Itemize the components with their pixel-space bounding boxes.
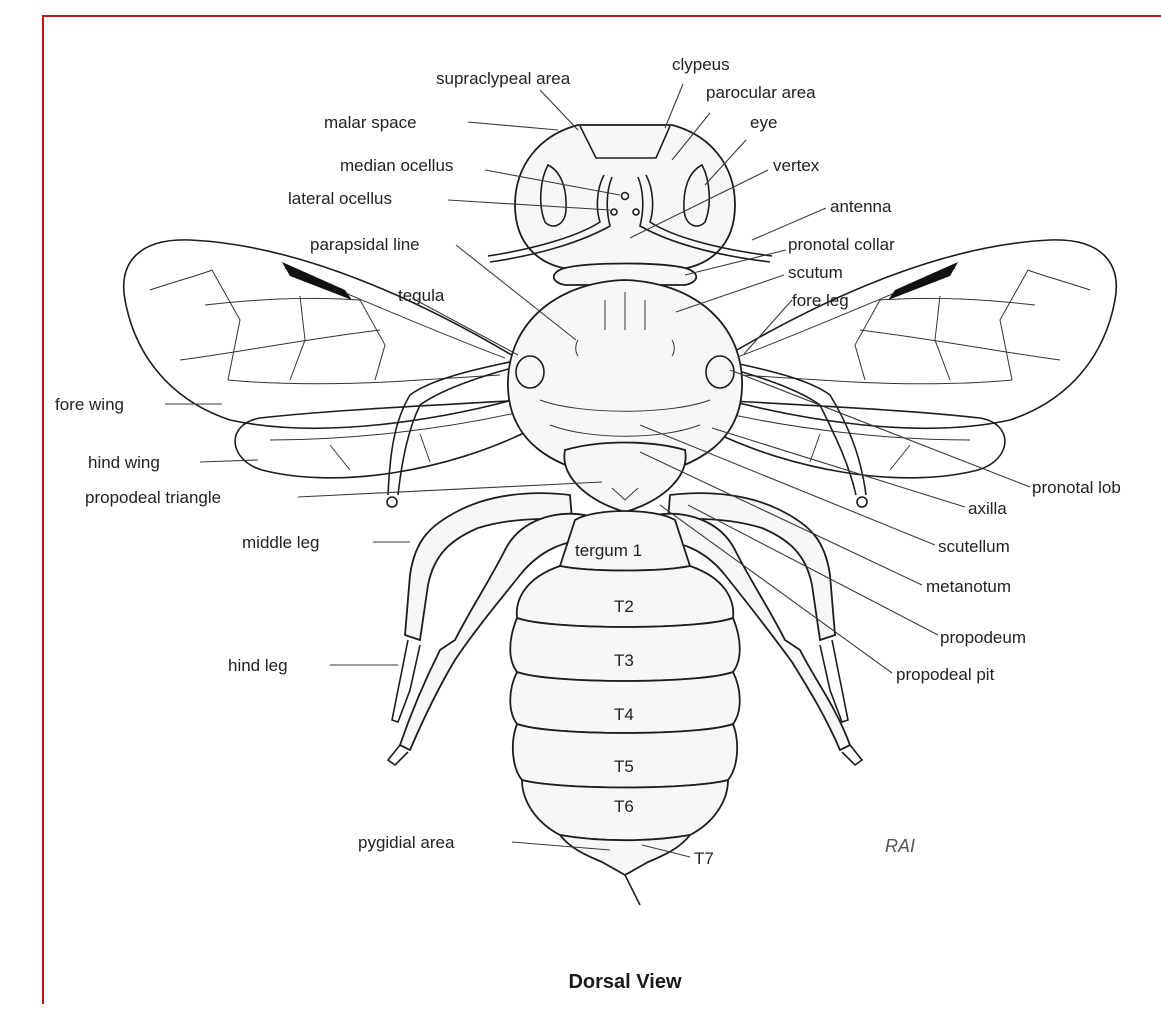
label-pronotal-collar: pronotal collar <box>788 235 895 254</box>
label-fore-leg: fore leg <box>792 291 849 310</box>
label-malar-space: malar space <box>324 113 417 132</box>
label-axilla: axilla <box>968 499 1007 518</box>
head <box>515 125 735 270</box>
label-median-ocellus: median ocellus <box>340 156 453 175</box>
figure-caption: Dorsal View <box>568 971 681 993</box>
label-propodeum: propodeum <box>940 628 1026 647</box>
hind-wing-right <box>710 400 1005 478</box>
label-lateral-ocellus: lateral ocellus <box>288 189 392 208</box>
segment-label-t1: tergum 1 <box>575 541 642 560</box>
label-t7: T7 <box>694 849 714 868</box>
label-scutum: scutum <box>788 263 843 282</box>
label-fore-wing: fore wing <box>55 395 124 414</box>
fore-leg-left <box>387 360 520 507</box>
segment-label-t6: T6 <box>614 797 634 816</box>
fore-wing-right <box>720 240 1116 428</box>
label-vertex: vertex <box>773 156 820 175</box>
label-middle-leg: middle leg <box>242 533 320 552</box>
label-tegula: tegula <box>398 286 445 305</box>
label-pygidial-area: pygidial area <box>358 833 455 852</box>
label-pronotal-lobe: pronotal lob <box>1032 478 1121 497</box>
label-hind-wing: hind wing <box>88 453 160 472</box>
label-parapsidal-line: parapsidal line <box>310 235 420 254</box>
artist-signature: RAI <box>885 836 915 856</box>
label-supraclypeal-area: supraclypeal area <box>436 69 571 88</box>
label-scutellum: scutellum <box>938 537 1010 556</box>
fore-wing-left <box>124 240 520 428</box>
hind-wing-left <box>235 400 530 478</box>
segment-label-t2: T2 <box>614 597 634 616</box>
segment-label-t5: T5 <box>614 757 634 776</box>
label-metanotum: metanotum <box>926 577 1011 596</box>
label-propodeal-triangle: propodeal triangle <box>85 488 221 507</box>
propodeum-shape <box>564 443 685 513</box>
label-clypeus: clypeus <box>672 55 730 74</box>
label-antenna: antenna <box>830 197 892 216</box>
label-hind-leg: hind leg <box>228 656 288 675</box>
label-eye: eye <box>750 113 777 132</box>
segment-label-t3: T3 <box>614 651 634 670</box>
label-propodeal-pit: propodeal pit <box>896 665 995 684</box>
segment-label-t4: T4 <box>614 705 634 724</box>
label-parocular-area: parocular area <box>706 83 816 102</box>
